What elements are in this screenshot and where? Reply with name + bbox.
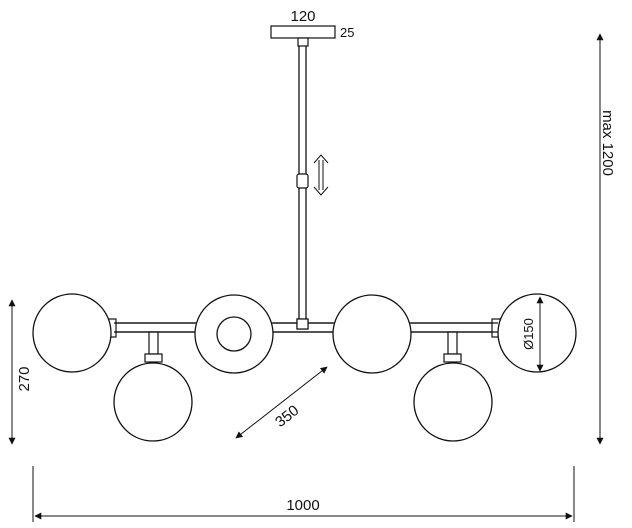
canopy-width-label: 120 <box>290 8 315 25</box>
ceiling-canopy <box>270 25 336 39</box>
globe-center-right <box>332 294 412 374</box>
right-drop-socket <box>443 353 462 363</box>
globe-height-label: 270 <box>16 366 33 391</box>
globe-lower-right <box>413 362 493 442</box>
globe-far-left <box>32 293 112 373</box>
canopy-mount <box>297 37 309 47</box>
globe-diameter-label: Ø150 <box>521 318 536 350</box>
total-width-label: 1000 <box>286 497 319 514</box>
globe-far-right <box>497 293 577 373</box>
right-drop-stem <box>447 331 458 355</box>
double-arrow-vertical-icon <box>313 154 329 196</box>
left-drop-stem <box>148 331 159 355</box>
left-drop-socket <box>144 353 163 363</box>
rod-coupler <box>296 173 309 189</box>
canopy-height-label: 25 <box>340 25 354 40</box>
depth-dimension-line <box>235 366 328 439</box>
max-height-label: max 1200 <box>599 110 616 176</box>
globe-center-left-socket <box>216 316 252 352</box>
globe-lower-left <box>113 362 193 442</box>
